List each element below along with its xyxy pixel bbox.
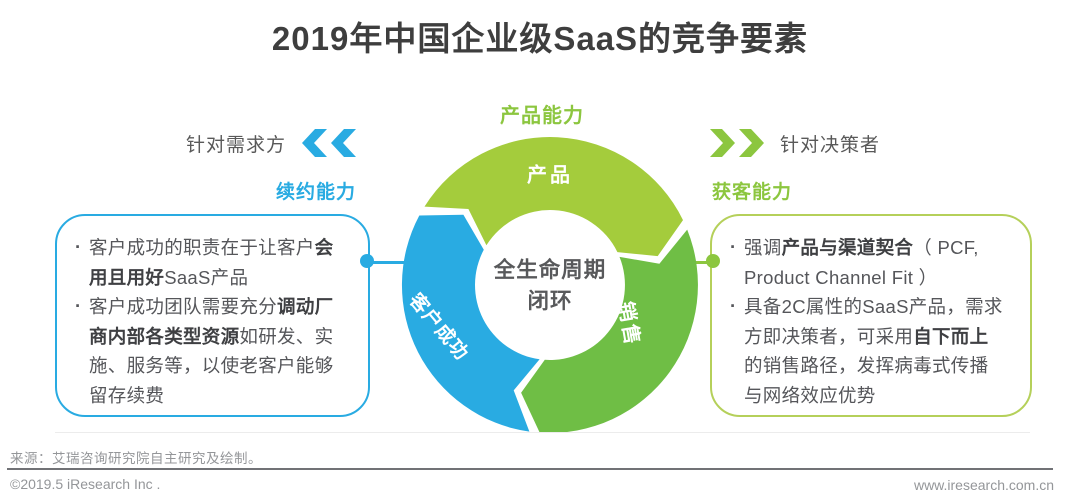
lifecycle-ring bbox=[401, 137, 698, 433]
double-chevron-right-icon bbox=[710, 129, 764, 157]
website-url: www.iresearch.com.cn bbox=[913, 477, 1054, 493]
demand-side-label: 针对需求方 bbox=[186, 134, 287, 156]
bullet-item: · 强调产品与渠道契合（ PCF, Product Channel Fit ） bbox=[728, 233, 1006, 292]
bullet-item: · 客户成功团队需要充分调动厂商内部各类型资源如研发、实施、服务等，以使老客户能… bbox=[73, 292, 344, 410]
bullet-marker: · bbox=[75, 236, 82, 257]
connector-line-right bbox=[680, 261, 714, 264]
decision-maker-label: 针对决策者 bbox=[780, 134, 881, 156]
bullet-marker: · bbox=[730, 236, 737, 257]
bullet-item: · 客户成功的职责在于让客户会用且用好SaaS产品 bbox=[73, 233, 344, 292]
bullet-text: 客户成功团队需要充分调动厂商内部各类型资源如研发、实施、服务等，以使老客户能够留… bbox=[89, 296, 334, 406]
footer-divider bbox=[7, 468, 1053, 470]
chevron-left-icon bbox=[302, 129, 328, 157]
ring-label-product: 产品 bbox=[527, 164, 573, 187]
product-ability-label: 产品能力 bbox=[500, 105, 584, 127]
ring-segment-product bbox=[424, 137, 683, 257]
bullet-marker: · bbox=[75, 295, 82, 316]
source-note: 来源：艾瑞咨询研究院自主研究及绘制。 bbox=[10, 451, 262, 466]
ring-center-line1: 全生命周期 bbox=[493, 258, 607, 282]
connector-dot-left bbox=[360, 254, 374, 268]
double-chevron-left-icon bbox=[302, 129, 357, 157]
connector-line-left bbox=[366, 261, 420, 264]
demand-side-row: 针对需求方 bbox=[186, 128, 360, 158]
renewal-bullet-list: · 客户成功的职责在于让客户会用且用好SaaS产品 · 客户成功团队需要充分调动… bbox=[57, 216, 368, 410]
ring-center-line2: 闭环 bbox=[527, 289, 573, 313]
bullet-marker: · bbox=[730, 295, 737, 316]
content-divider bbox=[55, 432, 1030, 433]
connector-dot-right bbox=[706, 254, 720, 268]
bullet-text: 客户成功的职责在于让客户会用且用好SaaS产品 bbox=[89, 237, 334, 288]
bullet-text: 强调产品与渠道契合（ PCF, Product Channel Fit ） bbox=[744, 237, 979, 288]
acquisition-ability-label: 获客能力 bbox=[712, 182, 793, 203]
decision-maker-row: 针对决策者 bbox=[706, 128, 880, 158]
renewal-ability-label: 续约能力 bbox=[275, 182, 356, 203]
renewal-info-box: · 客户成功的职责在于让客户会用且用好SaaS产品 · 客户成功团队需要充分调动… bbox=[55, 214, 370, 417]
ring-center-text: 全生命周期 闭环 bbox=[494, 255, 607, 317]
chevron-right-icon bbox=[739, 129, 764, 157]
acquisition-bullet-list: · 强调产品与渠道契合（ PCF, Product Channel Fit ） … bbox=[712, 216, 1030, 410]
bullet-text: 具备2C属性的SaaS产品，需求方即决策者，可采用自下而上的销售路径，发挥病毒式… bbox=[744, 296, 1003, 406]
ring-segment-customer-success bbox=[401, 214, 540, 432]
chevron-left-icon bbox=[331, 129, 357, 157]
bullet-item: · 具备2C属性的SaaS产品，需求方即决策者，可采用自下而上的销售路径，发挥病… bbox=[728, 292, 1006, 410]
copyright-text: ©2019.5 iResearch Inc . bbox=[10, 476, 161, 492]
ring-segment-sales bbox=[521, 229, 698, 433]
chevron-right-icon bbox=[710, 129, 735, 157]
chart-title: 2019年中国企业级SaaS的竞争要素 bbox=[271, 20, 809, 57]
acquisition-info-box: · 强调产品与渠道契合（ PCF, Product Channel Fit ） … bbox=[710, 214, 1032, 417]
